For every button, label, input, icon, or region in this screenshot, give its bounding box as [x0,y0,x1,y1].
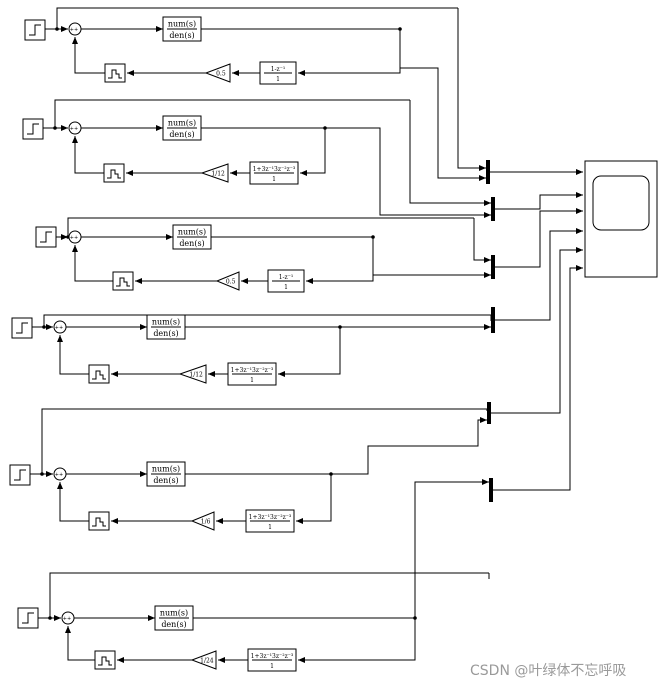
fir-denominator: 1 [284,284,288,291]
branch-point [398,27,402,31]
fir-numerator: 1+3z⁻¹3z⁻²z⁻³ [231,367,274,374]
tf-denominator: den(s) [169,31,194,40]
gain-label: 0.5 [216,71,226,78]
watermark: CSDN @叶绿体不忘呼吸 [470,663,627,679]
zero-order-hold-1[interactable] [104,63,126,83]
sum-signs: ++ [70,27,78,33]
branch-point [323,126,327,130]
scope-screen [592,175,650,231]
fir-numerator: 1+3z⁻¹3z⁻²z⁻³ [253,166,296,173]
fir-numerator: 1-z⁻¹ [279,274,294,281]
fir-numerator: 1+3z⁻¹3z⁻²z⁻³ [249,514,292,521]
transfer-fcn-2[interactable]: num(s) den(s) [162,115,202,141]
transfer-fcn-6[interactable]: num(s) den(s) [154,605,194,631]
tf-numerator: num(s) [152,318,180,327]
sum-signs: ++ [63,616,71,622]
branch-point [48,616,52,620]
gain-label: 1/6 [201,519,211,526]
discrete-filter-3[interactable]: 1-z⁻¹ 1 [267,269,305,293]
sum-signs: ++ [55,472,63,478]
zero-order-hold-5[interactable] [88,511,110,531]
transfer-fcn-5[interactable]: num(s) den(s) [146,461,186,487]
fir-denominator: 1 [268,524,272,531]
mux-1[interactable] [486,160,490,184]
fir-denominator: 1 [272,176,276,183]
zero-order-hold-3[interactable] [112,271,134,291]
tf-numerator: num(s) [178,228,206,237]
fir-numerator: 1+3z⁻¹3z⁻²z⁻³ [251,653,294,660]
transfer-fcn-3[interactable]: num(s) den(s) [172,224,212,250]
tf-denominator: den(s) [169,130,194,139]
step-block-4[interactable] [11,317,33,339]
discrete-filter-4[interactable]: 1+3z⁻¹3z⁻²z⁻³ 1 [227,362,277,386]
gain-label: 0.5 [226,279,236,286]
branch-point [42,325,46,329]
mux-4[interactable] [491,307,495,333]
discrete-filter-5[interactable]: 1+3z⁻¹3z⁻²z⁻³ 1 [245,509,295,533]
sum-block-3[interactable]: ++ [68,230,82,244]
gain-label: 1/12 [211,171,225,178]
sum-signs: ++ [70,126,78,132]
mux-3[interactable] [491,255,495,279]
scope-block[interactable] [584,160,658,278]
step-block-2[interactable] [22,118,44,140]
sum-block-6[interactable]: ++ [61,611,75,625]
gain-2[interactable]: 1/12 [200,163,229,183]
gain-1[interactable]: 0.5 [204,63,231,83]
tf-denominator: den(s) [153,329,178,338]
sum-block-5[interactable]: ++ [53,467,67,481]
branch-point [338,325,342,329]
step-block-1[interactable] [24,19,46,41]
gain-label: 1/12 [189,372,203,379]
tf-denominator: den(s) [179,239,204,248]
zero-order-hold-2[interactable] [103,163,125,183]
branch-point [55,27,59,31]
step-block-6[interactable] [17,607,39,629]
step-block-3[interactable] [35,226,57,248]
step-block-5[interactable] [9,464,31,486]
transfer-fcn-4[interactable]: num(s) den(s) [146,314,186,340]
discrete-filter-2[interactable]: 1+3z⁻¹3z⁻²z⁻³ 1 [249,161,299,185]
tf-numerator: num(s) [152,465,180,474]
discrete-filter-6[interactable]: 1+3z⁻¹3z⁻²z⁻³ 1 [247,648,297,672]
gain-4[interactable]: 1/12 [178,364,207,384]
discrete-filter-1[interactable]: 1-z⁻¹ 1 [259,61,297,85]
fir-denominator: 1 [276,76,280,83]
branch-point [329,472,333,476]
branch-point [413,616,417,620]
fir-numerator: 1-z⁻¹ [271,66,286,73]
tf-denominator: den(s) [161,620,186,629]
sum-signs: ++ [55,325,63,331]
mux-2[interactable] [491,197,495,221]
gain-label: 1/24 [200,658,214,665]
transfer-fcn-1[interactable]: num(s) den(s) [162,16,202,42]
mux-6[interactable] [489,478,493,502]
sum-block-2[interactable]: ++ [68,121,82,135]
fir-denominator: 1 [270,663,274,670]
tf-numerator: num(s) [160,609,188,618]
sum-block-1[interactable]: ++ [68,22,82,36]
branch-point [40,472,44,476]
zero-order-hold-4[interactable] [88,364,110,384]
gain-6[interactable]: 1/24 [190,650,217,670]
tf-numerator: num(s) [168,119,196,128]
fir-denominator: 1 [250,377,254,384]
gain-3[interactable]: 0.5 [215,271,240,291]
tf-numerator: num(s) [168,20,196,29]
tf-denominator: den(s) [153,476,178,485]
zero-order-hold-6[interactable] [94,650,116,670]
mux-5[interactable] [487,402,491,424]
gain-5[interactable]: 1/6 [190,511,215,531]
sum-block-4[interactable]: ++ [53,320,67,334]
branch-point [371,235,375,239]
branch-point [53,126,57,130]
sum-signs: ++ [70,235,78,241]
